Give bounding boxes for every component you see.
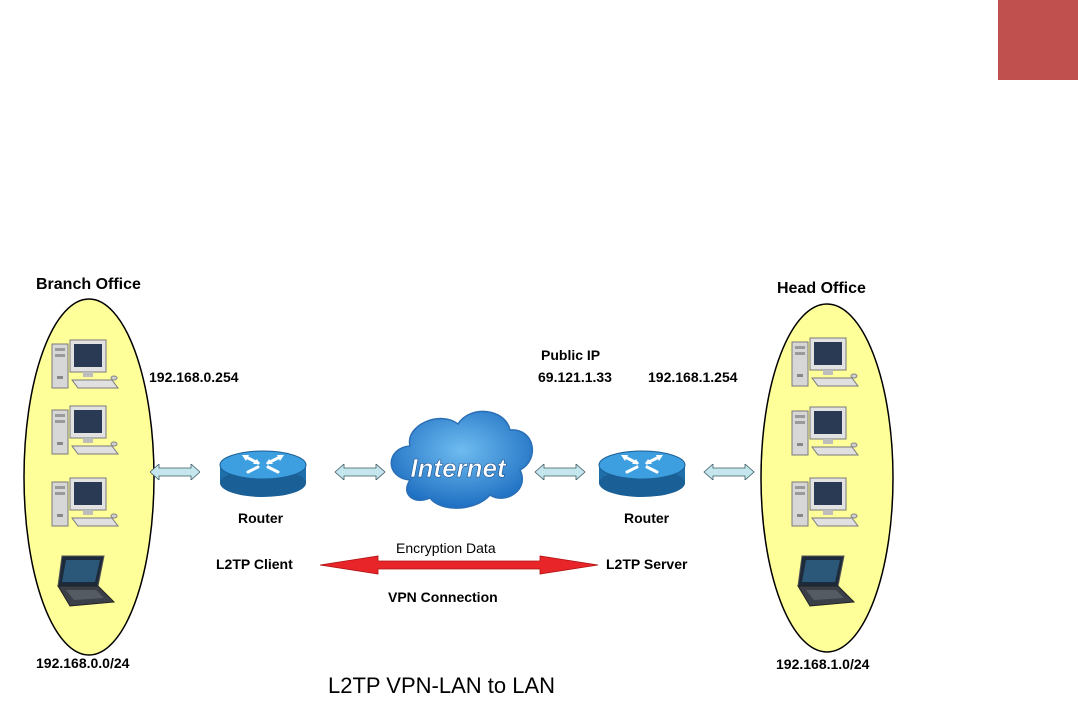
head-office-title: Head Office <box>777 280 866 298</box>
vpn-tunnel-arrow <box>320 556 598 574</box>
head-lan-link-arrow <box>704 464 754 480</box>
head-role-label: L2TP Server <box>606 556 687 572</box>
public-ip-label: Public IP <box>541 347 600 363</box>
branch-internet-link-arrow <box>335 464 385 480</box>
vpn-bottom-label: VPN Connection <box>388 589 498 605</box>
public-ip-value: 69.121.1.33 <box>538 369 612 385</box>
branch-role-label: L2TP Client <box>216 556 293 572</box>
head-gateway-ip: 192.168.1.254 <box>648 369 738 385</box>
diagram-caption: L2TP VPN-LAN to LAN <box>328 673 555 699</box>
head-router-label: Router <box>624 510 669 526</box>
branch-subnet: 192.168.0.0/24 <box>36 655 129 671</box>
vpn-top-label: Encryption Data <box>396 540 496 556</box>
branch-router-icon <box>220 451 306 497</box>
internet-label: Internet <box>410 453 507 483</box>
branch-gateway-ip: 192.168.0.254 <box>149 369 239 385</box>
branch-lan-link-arrow <box>150 464 200 480</box>
internet-head-link-arrow <box>535 464 585 480</box>
head-subnet: 192.168.1.0/24 <box>776 656 869 672</box>
head-router-icon <box>599 451 685 497</box>
branch-office-title: Branch Office <box>36 276 141 294</box>
branch-router-label: Router <box>238 510 283 526</box>
